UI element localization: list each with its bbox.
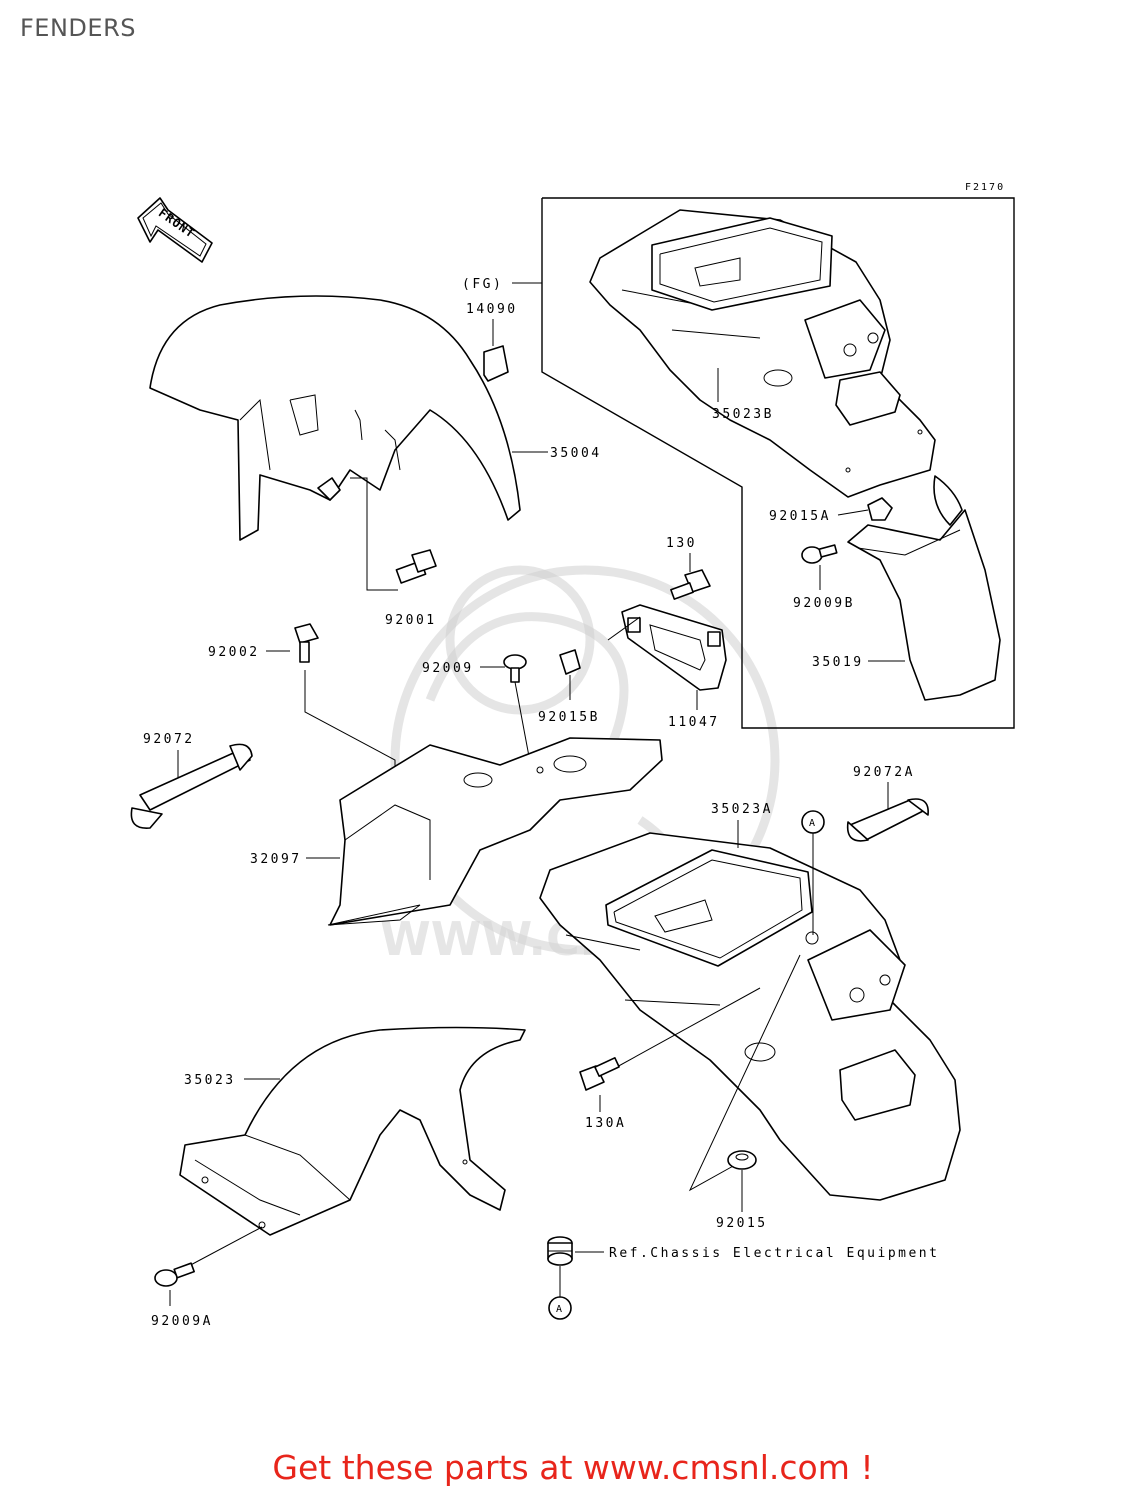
label-92009: 92009 — [422, 661, 474, 676]
label-92015A: 92015A — [769, 509, 831, 524]
label-92001: 92001 — [385, 613, 437, 628]
callout-A-bottom: A — [556, 1304, 562, 1315]
label-130A: 130A — [585, 1116, 626, 1131]
part-130A-bolt: 130A — [579, 987, 761, 1131]
label-130: 130 — [666, 536, 697, 551]
front-arrow-icon: FRONT — [137, 197, 213, 263]
fg-variant-tag: (FG) — [462, 277, 503, 292]
part-92009-screw: 92009 — [422, 654, 541, 816]
figure-code: F2170 — [965, 182, 1005, 193]
part-92009A-screw: 92009A — [151, 1226, 263, 1329]
label-35023: 35023 — [184, 1073, 236, 1088]
part-35023B-rear-fender: 35023B — [589, 209, 936, 498]
label-92009B: 92009B — [793, 596, 855, 611]
label-92015: 92015 — [716, 1216, 768, 1231]
part-130-bolt: 130 — [666, 536, 711, 600]
callout-A-top: A — [801, 810, 825, 935]
part-92072A-strap: 92072A — [846, 765, 929, 842]
part-35023A-rear-fender: 35023A — [539, 802, 961, 1201]
reference-note-text: Ref.Chassis Electrical Equipment — [609, 1246, 939, 1261]
label-32097: 32097 — [250, 852, 302, 867]
svg-text:A: A — [809, 818, 815, 829]
label-92015B: 92015B — [538, 710, 600, 725]
exploded-parts-diagram: WWW.CMSNL.COM F2170 FRONT (FG) 14090 — [130, 182, 1015, 1329]
fg-variant-box: (FG) — [462, 197, 1015, 729]
part-11047-bracket: 11047 — [607, 604, 727, 730]
promo-link-text[interactable]: Get these parts at www.cmsnl.com ! — [272, 1448, 874, 1487]
part-92072-strap: 92072 — [130, 732, 253, 829]
page-title: FENDERS — [20, 14, 136, 42]
label-35004: 35004 — [550, 446, 602, 461]
label-14090: 14090 — [466, 302, 518, 317]
label-92009A: 92009A — [151, 1314, 213, 1329]
part-92001-bolt: 92001 — [350, 477, 437, 628]
part-92015B-nut: 92015B — [538, 649, 600, 725]
label-35019: 35019 — [812, 655, 864, 670]
reference-note: Ref.Chassis Electrical Equipment A — [547, 1236, 939, 1320]
label-35023A: 35023A — [711, 802, 773, 817]
label-11047: 11047 — [668, 715, 720, 730]
label-92072: 92072 — [143, 732, 195, 747]
label-92002: 92002 — [208, 645, 260, 660]
part-92015A-nut: 92015A — [769, 497, 893, 524]
part-14090: 14090 — [466, 302, 518, 382]
part-92015-grommet: 92015 — [688, 954, 801, 1231]
part-35004-front-fender: 35004 — [149, 295, 602, 541]
part-32097-battery-case: 32097 — [250, 737, 663, 926]
part-92009B-screw: 92009B — [793, 544, 855, 611]
label-92072A: 92072A — [853, 765, 915, 780]
part-35023-inner-fender: 35023 — [179, 1026, 526, 1236]
label-35023B: 35023B — [712, 407, 774, 422]
part-35019-rear-flap: 35019 — [812, 475, 1001, 701]
